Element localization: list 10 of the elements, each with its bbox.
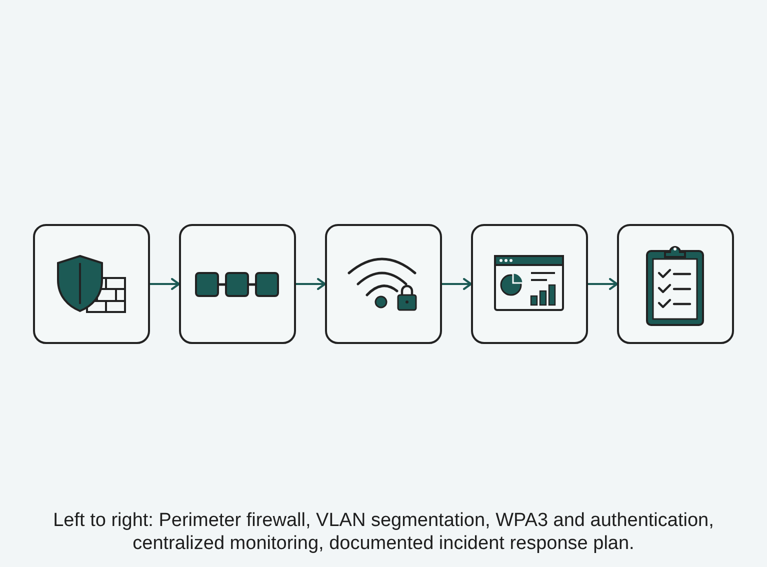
arrow bbox=[588, 278, 618, 290]
rounded-box bbox=[179, 224, 296, 344]
rounded-box bbox=[33, 224, 150, 344]
arrow bbox=[150, 278, 180, 290]
rounded-box bbox=[325, 224, 442, 344]
rounded-box bbox=[617, 224, 734, 344]
arrow bbox=[296, 278, 326, 290]
caption: Left to right: Perimeter firewall, VLAN segmentation, WPA3 and authentication, centralized monitoring, documented incident response plan. bbox=[52, 509, 715, 555]
arrow bbox=[442, 278, 472, 290]
rounded-box bbox=[471, 224, 588, 344]
